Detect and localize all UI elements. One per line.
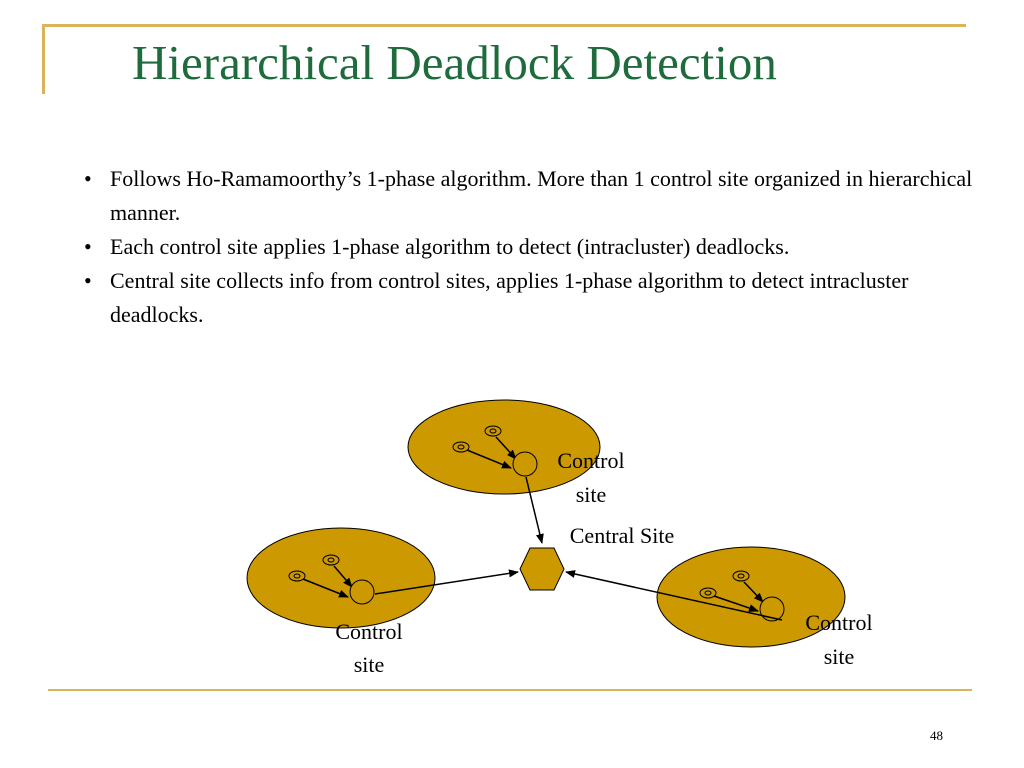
control-site-label-line1: Control — [557, 448, 624, 473]
control-site-node — [349, 579, 375, 605]
control-site-node — [759, 596, 785, 622]
report-edge-top — [525, 476, 544, 544]
report-edge-right — [565, 570, 783, 621]
control-site-label-line1: Control — [335, 619, 402, 644]
wait-for-edge — [302, 578, 349, 598]
slide-title: Hierarchical Deadlock Detection — [132, 35, 777, 90]
process-node-icon — [452, 441, 470, 453]
frame-left-line — [42, 24, 45, 94]
page-number: 48 — [930, 728, 943, 743]
bullet-dot-icon: • — [84, 166, 92, 191]
process-node-icon — [484, 425, 502, 437]
bullet-text: Central site collects info from control … — [110, 268, 909, 327]
control-site-label-line2: site — [576, 482, 607, 507]
bullet-text: Follows Ho-Ramamoorthy’s 1-phase algorit… — [110, 166, 973, 225]
wait-for-edge — [495, 436, 517, 460]
bullet-item: • Central site collects info from control… — [84, 264, 1004, 332]
process-node-icon — [699, 587, 717, 599]
cluster-top-ellipse — [407, 399, 601, 495]
central-site-label: Central Site — [570, 523, 674, 548]
process-node-icon — [322, 554, 340, 566]
control-site-label-line2: site — [824, 644, 855, 669]
bullet-item: • Each control site applies 1-phase algor… — [84, 230, 1004, 264]
bullet-item: • Follows Ho-Ramamoorthy’s 1-phase algori… — [84, 162, 1004, 230]
cluster-top — [407, 399, 601, 495]
control-site-label-line1: Control — [805, 610, 872, 635]
control-site-node — [512, 451, 538, 477]
bullet-dot-icon: • — [84, 234, 92, 259]
central-site-hexagon — [519, 547, 565, 591]
cluster-right — [656, 546, 846, 648]
wait-for-edge — [466, 449, 512, 469]
cluster-right-ellipse — [656, 546, 846, 648]
report-edge-left — [374, 569, 519, 595]
frame-top-line — [42, 24, 966, 27]
process-node-icon — [288, 570, 306, 582]
wait-for-edge — [333, 565, 353, 588]
bullet-dot-icon: • — [84, 268, 92, 293]
wait-for-edge — [713, 595, 759, 612]
cluster-left — [246, 527, 436, 629]
wait-for-edge — [743, 581, 764, 603]
control-site-label-line2: site — [354, 652, 385, 677]
cluster-left-ellipse — [246, 527, 436, 629]
bottom-rule-line — [48, 689, 972, 691]
bullet-list: • Follows Ho-Ramamoorthy’s 1-phase algori… — [84, 162, 1004, 332]
process-node-icon — [732, 570, 750, 582]
bullet-text: Each control site applies 1-phase algori… — [110, 234, 790, 259]
